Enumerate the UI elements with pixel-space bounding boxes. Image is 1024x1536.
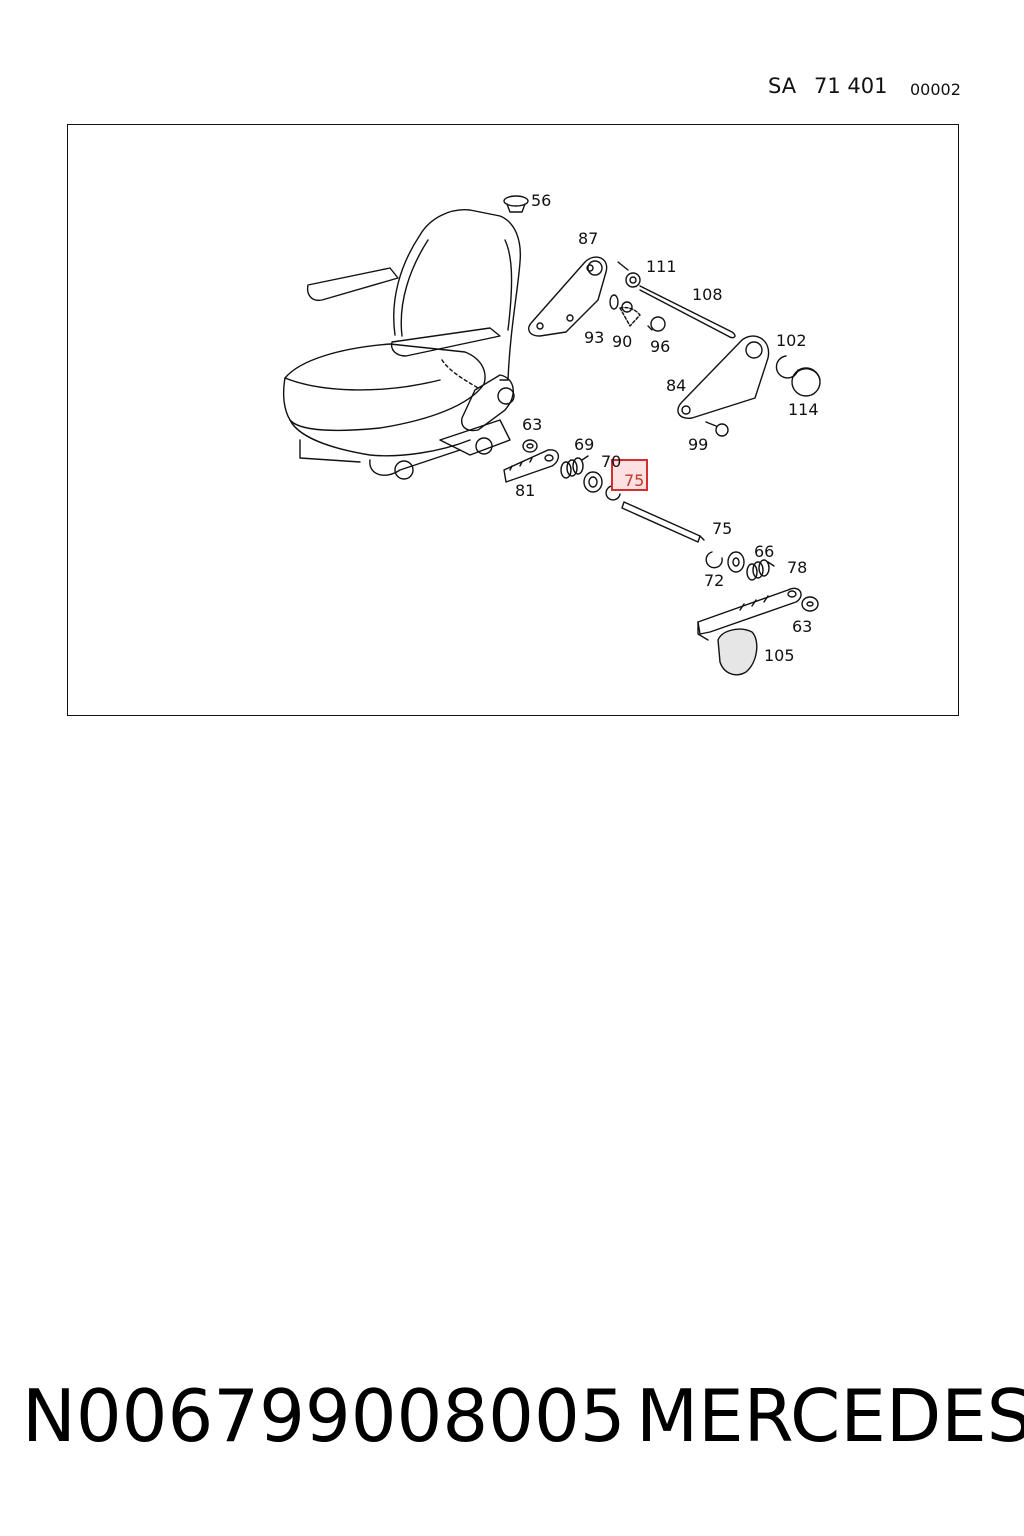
header-page-code: 00002 <box>910 80 961 99</box>
highlight-box <box>611 459 648 491</box>
part-56-cap <box>503 195 529 213</box>
brand-name: MERCEDES <box>636 1374 1024 1458</box>
label-90: 90 <box>612 332 632 351</box>
label-111: 111 <box>646 257 677 276</box>
diagram-frame <box>67 124 959 716</box>
part-99-screw <box>705 421 729 437</box>
part-108-rod <box>639 285 736 339</box>
label-63-upper: 63 <box>522 415 542 434</box>
part-111-bushing <box>617 261 641 288</box>
part-72-shaft <box>621 501 705 543</box>
label-99: 99 <box>688 435 708 454</box>
part-114-cap <box>791 367 821 397</box>
part-90-sector <box>619 301 641 327</box>
part-63-washer-upper <box>522 439 538 453</box>
label-72: 72 <box>704 571 724 590</box>
label-84: 84 <box>666 376 686 395</box>
part-66-spring <box>746 559 775 581</box>
label-56: 56 <box>531 191 551 210</box>
seat-illustration <box>282 209 522 480</box>
label-102: 102 <box>776 331 807 350</box>
part-69-spring <box>560 455 589 479</box>
label-114: 114 <box>788 400 819 419</box>
part-96-pin <box>647 316 666 332</box>
label-81: 81 <box>515 481 535 500</box>
label-75-highlighted: 75 <box>624 471 644 490</box>
label-93: 93 <box>584 328 604 347</box>
part-105-knob <box>717 628 758 676</box>
part-84-plate <box>677 335 770 419</box>
label-75-lower: 75 <box>712 519 732 538</box>
label-105: 105 <box>764 646 795 665</box>
part-75-circlip-upper <box>605 485 621 501</box>
label-63-lower: 63 <box>792 617 812 636</box>
label-78: 78 <box>787 558 807 577</box>
part-78-lever <box>697 587 802 641</box>
part-72-washer <box>727 551 745 573</box>
part-number: N006799008005 <box>22 1374 626 1458</box>
part-81-latch <box>503 449 559 483</box>
header-group-code: 71 401 <box>814 74 888 98</box>
label-96: 96 <box>650 337 670 356</box>
label-108: 108 <box>692 285 723 304</box>
label-69: 69 <box>574 435 594 454</box>
exploded-parts-diagram: 56 87 111 108 93 90 96 102 84 114 99 63 … <box>282 191 821 676</box>
part-87-bracket <box>528 256 608 337</box>
part-75-circlip-lower <box>705 551 723 569</box>
part-70-washer <box>583 471 603 493</box>
label-66: 66 <box>754 542 774 561</box>
label-70: 70 <box>601 452 621 471</box>
part-93-washer <box>609 294 619 310</box>
header-sa-label: SA <box>768 74 797 98</box>
part-63-washer-lower <box>801 596 819 612</box>
label-87: 87 <box>578 229 598 248</box>
